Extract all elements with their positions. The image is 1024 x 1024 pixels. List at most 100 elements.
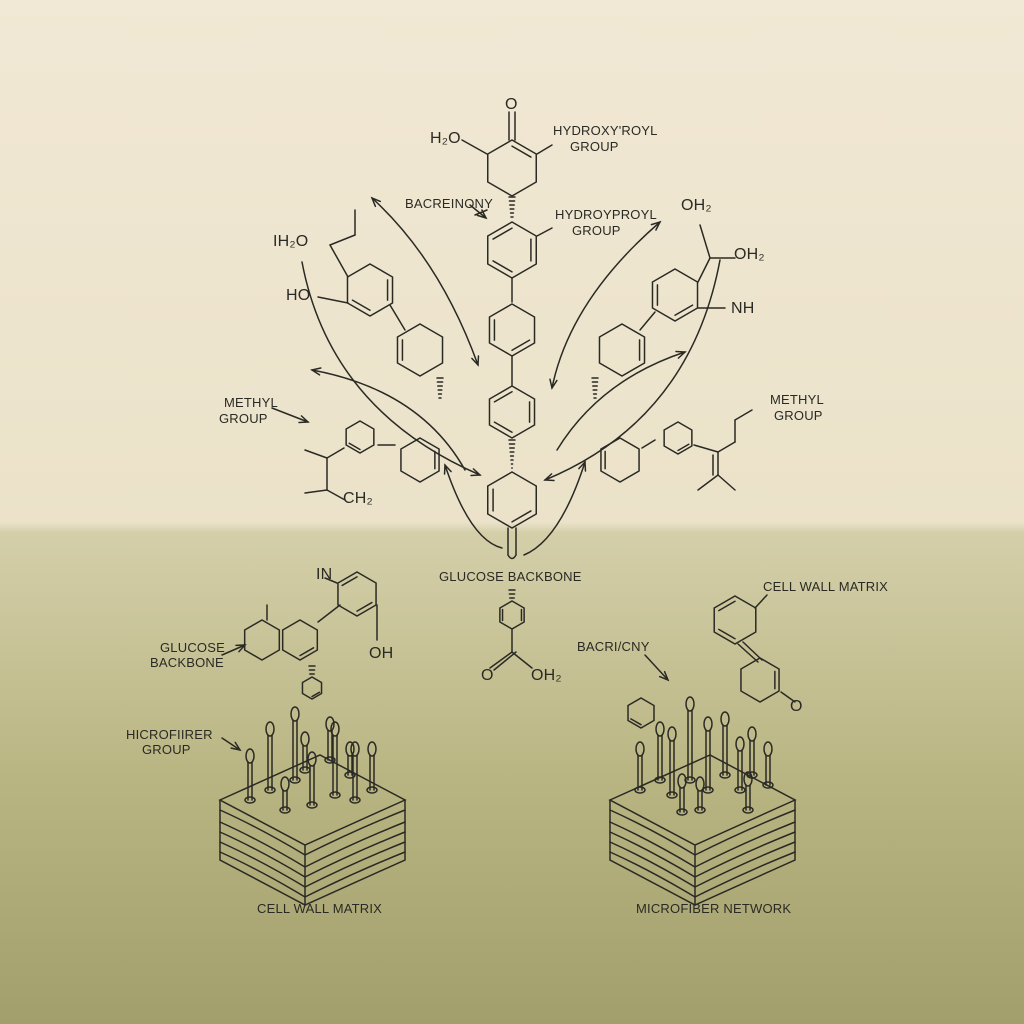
arrow-line bbox=[644, 654, 669, 681]
microfiber-base bbox=[349, 796, 361, 804]
double-bond bbox=[718, 628, 736, 640]
label-ih2o: IH₂O bbox=[273, 233, 309, 250]
microfiber-base bbox=[676, 808, 688, 816]
bond-line bbox=[304, 489, 328, 494]
label-hydroxyroyl: HYDROXY'ROYL bbox=[553, 123, 658, 138]
label-cell-wall-bottom: CELL WALL MATRIX bbox=[257, 901, 383, 916]
cell-wall-block-sides bbox=[219, 799, 406, 906]
arrow-head-icon bbox=[298, 415, 310, 424]
bond-line bbox=[329, 234, 356, 246]
double-bond bbox=[348, 442, 361, 451]
hexagon-ring bbox=[499, 600, 525, 630]
hexagon-ring bbox=[488, 303, 536, 357]
label-methyl-left-group: GROUP bbox=[219, 411, 268, 426]
bond-line bbox=[324, 577, 338, 584]
hexagon-ring bbox=[740, 657, 780, 703]
microfiber-tip bbox=[325, 716, 335, 732]
arrow-line bbox=[551, 221, 661, 389]
bond-line bbox=[326, 489, 346, 501]
label-methyl-left: METHYL bbox=[224, 395, 278, 410]
microfiber-block-layer bbox=[609, 851, 796, 898]
bond-line bbox=[697, 257, 711, 283]
label-top-oxygen: O bbox=[505, 96, 518, 113]
arrow-line bbox=[221, 737, 241, 751]
microfiber-base bbox=[324, 756, 336, 764]
microfiber-tip bbox=[367, 741, 377, 757]
microfiber-tip bbox=[685, 696, 695, 712]
arrow-line bbox=[523, 461, 586, 556]
hexagon-ring bbox=[487, 221, 537, 279]
double-bond bbox=[630, 718, 642, 726]
label-acid-oh2: OH₂ bbox=[531, 667, 562, 684]
hexagon-ring bbox=[281, 619, 319, 661]
label-microfiber-network: MICROFIBER NETWORK bbox=[636, 901, 792, 916]
arrow-head-icon bbox=[658, 670, 670, 682]
microfiber-tip bbox=[330, 721, 340, 737]
label-ch2: CH₂ bbox=[343, 490, 373, 507]
microfiber-tip bbox=[667, 726, 677, 742]
microfiber-block-layer bbox=[609, 831, 796, 878]
microfiber-base bbox=[306, 801, 318, 809]
bond-line bbox=[326, 447, 345, 459]
bond-line bbox=[489, 651, 513, 669]
bond-line bbox=[317, 296, 349, 304]
cell-wall-block-layer bbox=[219, 851, 406, 898]
double-bond bbox=[718, 600, 736, 612]
microfiber-tip bbox=[280, 776, 290, 792]
bond-line bbox=[693, 444, 719, 453]
microfiber-block-layer bbox=[609, 821, 796, 868]
double-bond bbox=[511, 339, 531, 352]
label-bacreinony: BACREINONY bbox=[405, 196, 493, 211]
arrow-line bbox=[371, 197, 479, 366]
microfiber-tip bbox=[735, 736, 745, 752]
cell-wall-block-layer bbox=[219, 831, 406, 878]
label-backbone-left: BACKBONE bbox=[150, 655, 224, 670]
hexagon-ring bbox=[487, 471, 537, 529]
arrow-head-icon bbox=[471, 355, 480, 367]
hexagon-ring bbox=[346, 263, 394, 317]
bond-line bbox=[641, 439, 656, 449]
bond-line bbox=[699, 224, 711, 259]
microfiber-tip bbox=[720, 711, 730, 727]
label-cell-wall-right: CELL WALL MATRIX bbox=[763, 579, 889, 594]
microfiber-base bbox=[666, 791, 678, 799]
microfiber-base bbox=[742, 806, 754, 814]
double-bond bbox=[511, 145, 532, 158]
bond-line bbox=[536, 227, 553, 237]
arrow-line bbox=[221, 644, 246, 656]
bond-line bbox=[329, 244, 349, 278]
bond-line bbox=[474, 209, 488, 216]
double-bond bbox=[492, 260, 513, 273]
microfiber-base bbox=[279, 806, 291, 814]
label-hydroypropyl: HYDROYPROYL bbox=[555, 207, 657, 222]
label-in: IN bbox=[316, 566, 333, 583]
arrow-head-icon bbox=[578, 460, 587, 472]
microfiber-base bbox=[299, 766, 311, 774]
hexagon-ring bbox=[301, 676, 323, 700]
bond-line bbox=[493, 651, 517, 671]
microfiber-base bbox=[289, 776, 301, 784]
bond-line bbox=[461, 139, 488, 155]
arrow-line bbox=[544, 259, 721, 481]
hexagon-ring bbox=[598, 323, 646, 377]
microfiber-tip bbox=[655, 721, 665, 737]
arrow-head-icon bbox=[543, 473, 555, 482]
hexagon-ring bbox=[663, 421, 693, 455]
bond-line bbox=[304, 449, 328, 459]
hexagon-ring bbox=[713, 595, 757, 645]
bond-line bbox=[742, 641, 763, 661]
arrow-line bbox=[556, 351, 686, 451]
hexagon-ring bbox=[400, 437, 440, 483]
label-glucose-left: GLUCOSE bbox=[160, 640, 225, 655]
label-glucose-backbone-center: GLUCOSE BACKBONE bbox=[439, 569, 582, 584]
hexagon-ring bbox=[600, 437, 640, 483]
microfiber-tip bbox=[307, 751, 317, 767]
microfiber-base bbox=[702, 786, 714, 794]
arrow-head-icon bbox=[675, 350, 687, 359]
microfiber-base bbox=[762, 781, 774, 789]
hexagon-ring bbox=[627, 697, 655, 729]
microfiber-tip bbox=[703, 716, 713, 732]
double-bond bbox=[299, 647, 315, 657]
